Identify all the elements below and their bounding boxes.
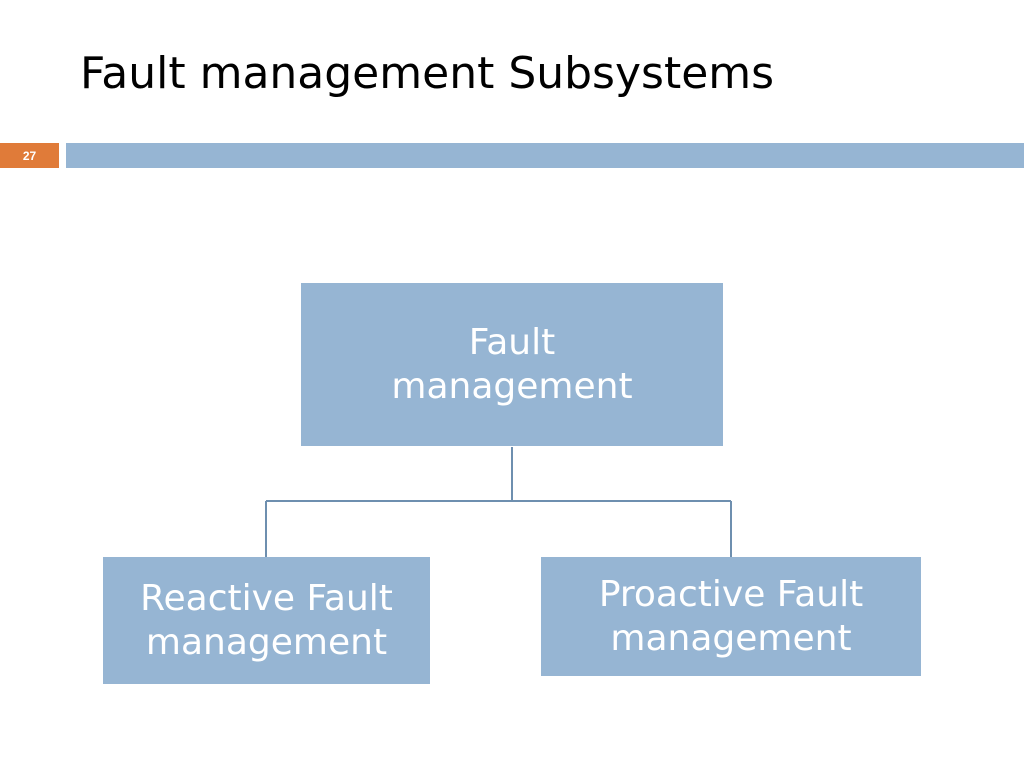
fault-management-label: Fault management	[391, 322, 633, 407]
fault-management-node: Fault management	[301, 283, 723, 446]
title-underline-bar	[66, 143, 1024, 168]
reactive-fault-management-node: Reactive Fault management	[103, 557, 430, 684]
page-number-badge: 27	[0, 143, 59, 168]
reactive-fault-management-label: Reactive Fault management	[140, 578, 393, 663]
slide-title: Fault management Subsystems	[80, 48, 775, 99]
proactive-fault-management-node: Proactive Fault management	[541, 557, 921, 676]
proactive-fault-management-label: Proactive Fault management	[598, 574, 864, 659]
